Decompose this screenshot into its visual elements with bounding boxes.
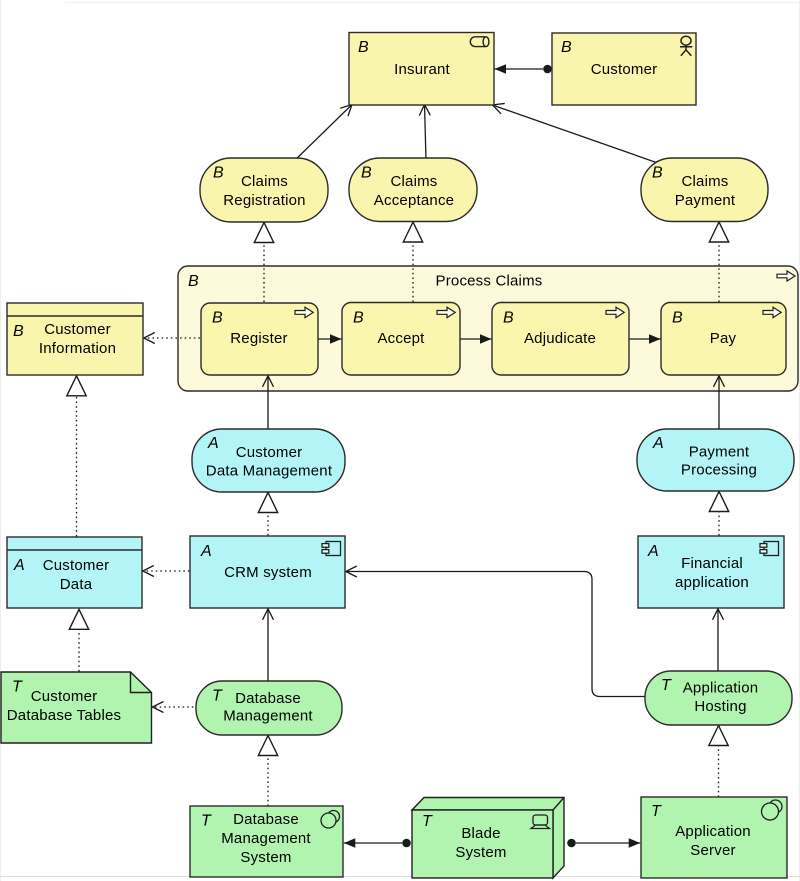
svg-text:B: B bbox=[361, 165, 372, 182]
svg-text:Hosting: Hosting bbox=[694, 698, 746, 715]
svg-text:System: System bbox=[240, 849, 291, 866]
svg-text:Blade: Blade bbox=[461, 825, 500, 842]
svg-text:B: B bbox=[358, 39, 369, 56]
svg-text:A: A bbox=[13, 557, 25, 574]
svg-text:B: B bbox=[212, 310, 223, 327]
svg-text:Customer: Customer bbox=[44, 321, 111, 338]
svg-text:CRM system: CRM system bbox=[224, 564, 312, 581]
svg-text:Adjudicate: Adjudicate bbox=[524, 330, 596, 347]
svg-text:Insurant: Insurant bbox=[394, 61, 450, 78]
svg-text:Pay: Pay bbox=[710, 330, 737, 347]
svg-text:Application: Application bbox=[675, 823, 751, 840]
svg-text:Accept: Accept bbox=[377, 330, 425, 347]
svg-text:T: T bbox=[422, 813, 433, 830]
svg-text:Database: Database bbox=[233, 811, 299, 828]
svg-text:Claims: Claims bbox=[390, 173, 437, 190]
svg-text:T: T bbox=[12, 679, 23, 696]
svg-text:Register: Register bbox=[230, 330, 287, 347]
svg-text:Process Claims: Process Claims bbox=[436, 273, 543, 290]
svg-text:Acceptance: Acceptance bbox=[374, 192, 454, 209]
svg-text:Claims: Claims bbox=[241, 173, 288, 190]
svg-text:Database: Database bbox=[235, 690, 301, 707]
svg-text:A: A bbox=[652, 435, 664, 452]
svg-text:B: B bbox=[672, 310, 683, 327]
svg-text:Data Management: Data Management bbox=[206, 463, 333, 480]
svg-text:T: T bbox=[651, 803, 662, 820]
svg-text:Customer: Customer bbox=[236, 444, 303, 461]
svg-text:Financial: Financial bbox=[681, 555, 743, 572]
svg-text:Data: Data bbox=[60, 576, 93, 593]
svg-text:B: B bbox=[561, 39, 572, 56]
svg-text:Registration: Registration bbox=[223, 192, 305, 209]
svg-text:Customer: Customer bbox=[43, 557, 110, 574]
svg-text:application: application bbox=[675, 574, 749, 591]
svg-text:B: B bbox=[188, 273, 199, 290]
svg-text:B: B bbox=[503, 310, 514, 327]
svg-text:T: T bbox=[661, 677, 672, 694]
svg-text:A: A bbox=[207, 435, 219, 452]
svg-text:T: T bbox=[201, 813, 212, 830]
svg-text:B: B bbox=[652, 165, 663, 182]
svg-text:Management: Management bbox=[221, 830, 311, 847]
svg-text:Processing: Processing bbox=[681, 462, 757, 479]
svg-text:Payment: Payment bbox=[675, 192, 736, 209]
svg-text:B: B bbox=[353, 310, 364, 327]
svg-text:A: A bbox=[200, 543, 212, 560]
svg-text:Customer: Customer bbox=[31, 688, 98, 705]
svg-text:Management: Management bbox=[223, 708, 313, 725]
svg-text:System: System bbox=[455, 844, 506, 861]
svg-text:Customer: Customer bbox=[591, 61, 658, 78]
svg-text:A: A bbox=[647, 543, 659, 560]
svg-text:Application: Application bbox=[683, 680, 759, 697]
svg-text:Payment: Payment bbox=[689, 444, 750, 461]
svg-text:B: B bbox=[13, 323, 24, 340]
svg-text:Claims: Claims bbox=[681, 173, 728, 190]
svg-text:Database Tables: Database Tables bbox=[7, 707, 121, 724]
svg-text:T: T bbox=[212, 688, 223, 705]
svg-text:B: B bbox=[213, 165, 224, 182]
svg-text:Information: Information bbox=[39, 340, 116, 357]
svg-text:Server: Server bbox=[690, 842, 735, 859]
